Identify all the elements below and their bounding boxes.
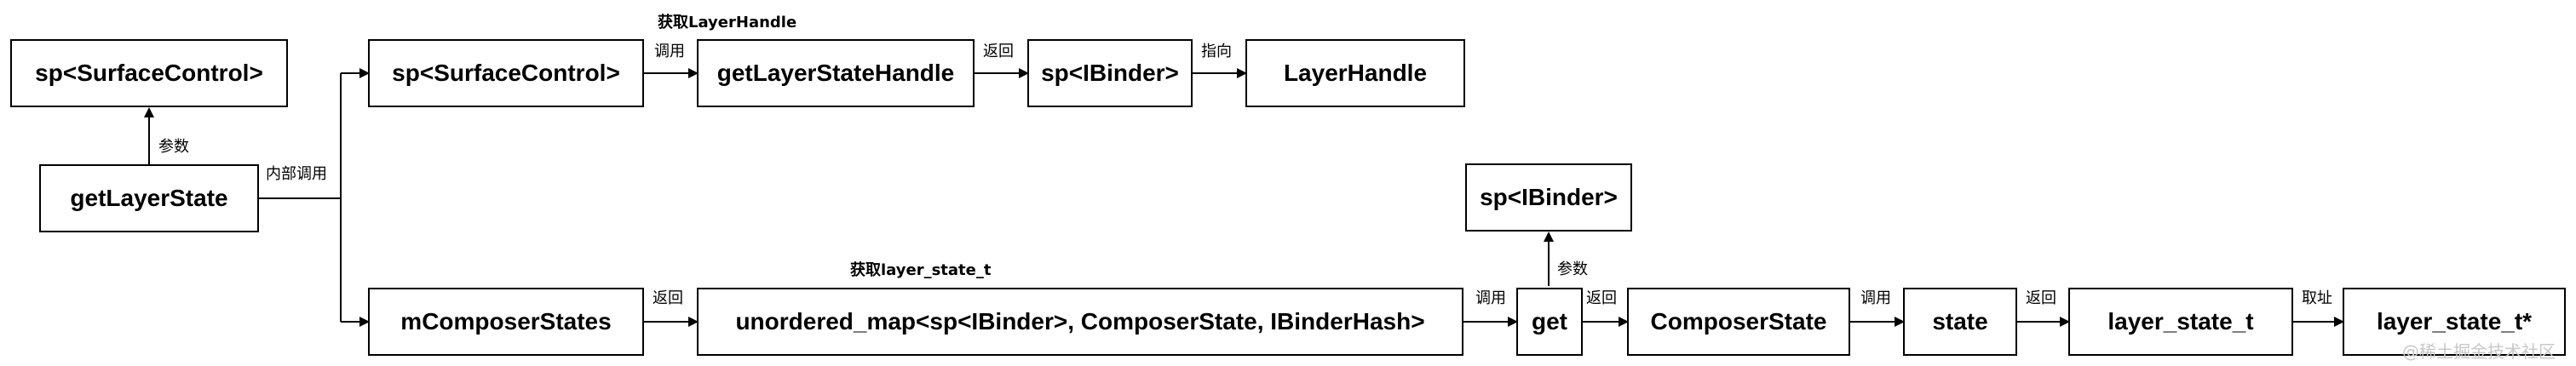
layerhandle-node: LayerHandle	[1245, 39, 1465, 107]
composerstate-node: ComposerState	[1627, 288, 1850, 356]
getlayerstate-node: getLayerState	[39, 164, 259, 232]
layer-state-t-node: layer_state_t	[2068, 288, 2293, 356]
edge-label-param-1: 参数	[158, 138, 189, 156]
mcomposerstates-node: mComposerStates	[368, 288, 644, 356]
annotation-get-layer-handle: 获取LayerHandle	[658, 14, 797, 31]
watermark: @稀土掘金技术社区	[2402, 341, 2556, 362]
sp-surfacecontrol-top-node: sp<SurfaceControl>	[10, 39, 288, 107]
edge-label-call-2: 调用	[1475, 289, 1506, 307]
edge-label-return-1: 返回	[983, 43, 1014, 60]
edge-label-call-1: 调用	[654, 43, 685, 60]
edge-label-return-4: 返回	[2026, 289, 2056, 307]
get-node: get	[1516, 288, 1583, 356]
sp-ibinder-top-node: sp<IBinder>	[1027, 39, 1193, 107]
state-node: state	[1903, 288, 2017, 356]
sp-surfacecontrol-node: sp<SurfaceControl>	[368, 39, 644, 107]
edge-label-call-3: 调用	[1860, 289, 1891, 307]
edge-label-take-address: 取址	[2302, 289, 2332, 307]
edge-label-return-2: 返回	[653, 289, 683, 307]
edge-label-return-3: 返回	[1586, 289, 1617, 307]
edge-label-points-to: 指向	[1201, 43, 1232, 60]
annotation-get-layer-state-t: 获取layer_state_t	[850, 261, 992, 279]
getlayerstatehandle-node: getLayerStateHandle	[697, 39, 975, 107]
layer-state-t-ptr-node: layer_state_t*	[2343, 288, 2566, 356]
unordered-map-node: unordered_map<sp<IBinder>, ComposerState…	[697, 288, 1463, 356]
edge-label-param-2: 参数	[1557, 260, 1588, 278]
sp-ibinder-right-node: sp<IBinder>	[1465, 163, 1632, 232]
edge-label-internal-call: 内部调用	[266, 165, 327, 183]
